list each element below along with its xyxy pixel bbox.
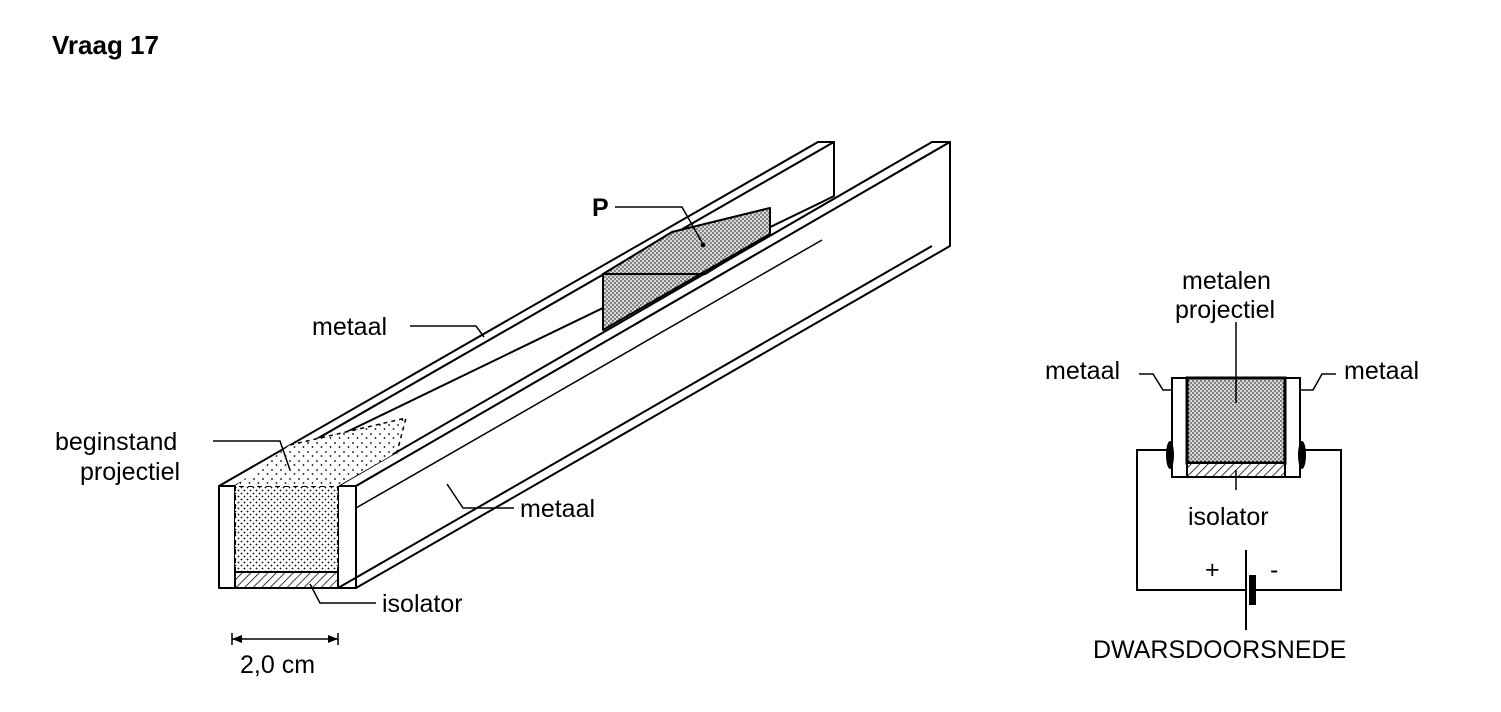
battery-plus-label: + (1205, 556, 1220, 584)
metaal-left-label: metaal (1045, 357, 1120, 385)
battery-circuit (1136, 449, 1342, 630)
dimension-label: 2,0 cm (240, 651, 315, 679)
battery-minus-plate (1249, 575, 1256, 605)
projectile-p (602, 207, 771, 331)
rail-isolator (234, 571, 339, 589)
isolator-label: isolator (382, 590, 463, 618)
back-rail-front-face (218, 485, 236, 589)
cross-section-caption: DWARSDOORSNEDE (1093, 636, 1346, 664)
projectile-p-label: P (592, 194, 609, 222)
front-rail-top (337, 141, 951, 487)
projectiel-label: projectiel (80, 458, 180, 486)
question-title: Vraag 17 (52, 30, 159, 60)
initial-projectile-front (235, 486, 338, 572)
metaal-top-label: metaal (312, 313, 387, 341)
beginstand-label: beginstand (55, 428, 177, 456)
initial-projectile-top (235, 418, 406, 486)
metaal-side-label: metaal (520, 495, 595, 523)
metalen-label: metalen (1182, 267, 1271, 295)
cross-section-right-rail (1284, 377, 1301, 478)
front-rail-front-face (337, 485, 357, 589)
metaal-right-label: metaal (1344, 357, 1419, 385)
isolator-cs-label: isolator (1188, 503, 1269, 531)
cross-section (1171, 376, 1301, 478)
projectiel-cs-label: projectiel (1175, 296, 1275, 324)
cross-section-left-rail (1171, 377, 1188, 478)
battery-minus-label: - (1270, 556, 1278, 584)
initial-projectile (234, 416, 408, 573)
front-rail-inner-edge (337, 245, 933, 589)
